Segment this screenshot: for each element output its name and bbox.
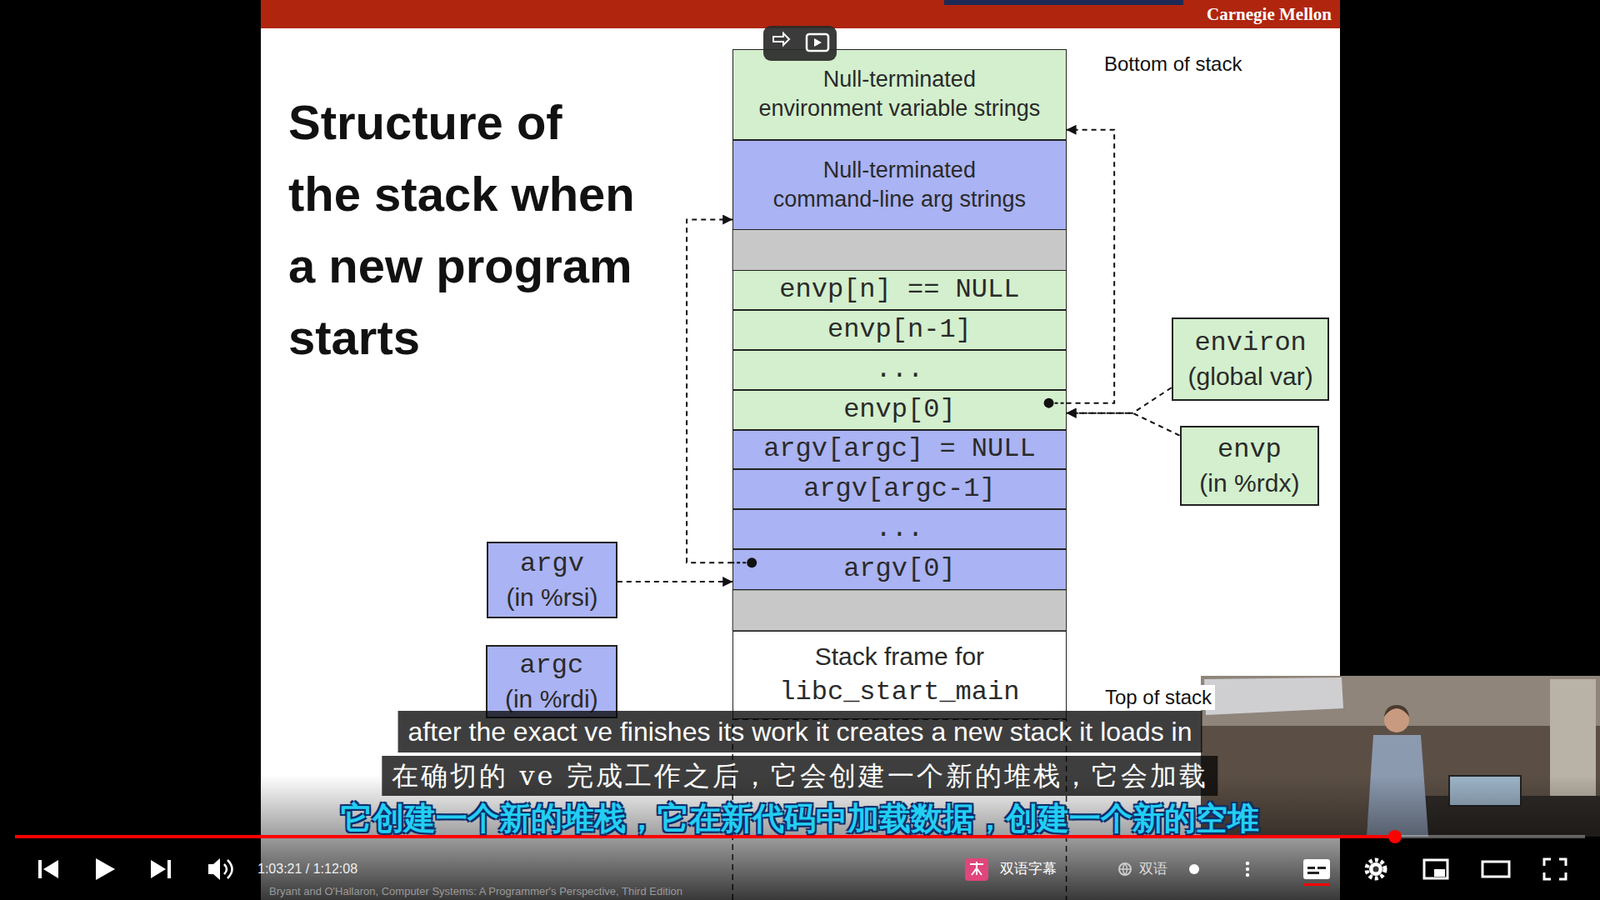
stack-slot: ...	[732, 509, 1066, 550]
node-text: Null-terminated environment variable str…	[755, 65, 1044, 124]
env-strings-region: Null-terminated environment variable str…	[732, 49, 1066, 140]
label-anchor: Bryant and O'Hallaron, Computer Systems:…	[269, 885, 683, 898]
arg-strings-region: Null-terminated command-line arg strings	[732, 140, 1066, 230]
stack-slot: envp[n] == NULL	[732, 270, 1066, 310]
label-anchor: 它创建一个新的堆栈，它在新代码中加载数据，创建一个新的空堆	[340, 801, 1260, 835]
node-text: ...	[875, 356, 925, 384]
node-text: (in %rdx)	[1199, 466, 1300, 500]
pointer-arrow	[1066, 413, 1180, 436]
label-anchor: after the exact ve finishes its work it …	[398, 710, 1203, 753]
node-text: libc_start_main	[779, 674, 1020, 710]
register-box: envp(in %rdx)	[1180, 425, 1320, 507]
pointer-arrow	[686, 220, 733, 564]
register-box: argc(in %rdi)	[485, 645, 618, 720]
slide	[260, 0, 1340, 900]
label-anchor: 双语	[1139, 860, 1168, 879]
node-text: envp	[1217, 432, 1282, 468]
subtitle-line: after the exact ve finishes its work it …	[398, 710, 1203, 753]
caption-toggle: 双语	[1139, 860, 1168, 879]
player-controls	[38, 858, 1566, 886]
stack-end-label: Top of stack	[1101, 685, 1215, 710]
node-text: envp[n] == NULL	[779, 276, 1020, 304]
node-text: envp[0]	[843, 396, 955, 424]
register-box: argv(in %rsi)	[486, 541, 618, 619]
subtitle-line: 它创建一个新的堆栈，它在新代码中加载数据，创建一个新的空堆	[340, 801, 1260, 835]
subtitle-line: 在确切的 ve 完成工作之后，它会创建一个新的堆栈，它会加载	[381, 755, 1218, 796]
label-anchor: 在确切的 ve 完成工作之后，它会创建一个新的堆栈，它会加载	[381, 755, 1218, 796]
pointer-dots	[732, 398, 1066, 569]
stack-slot: argv[0]	[732, 549, 1066, 590]
pointer-origin	[1044, 398, 1067, 409]
title-anchor: Structure of the stack when a new progra…	[288, 86, 642, 374]
stack-frame: Stack frame forlibc_start_main	[732, 630, 1066, 720]
pointer-arrow	[617, 580, 733, 583]
slide-title: Structure of the stack when a new progra…	[288, 86, 642, 374]
node-text: argv[argc] = NULL	[763, 435, 1035, 463]
node-text: environ	[1194, 325, 1306, 361]
time-display: 1:03:21 / 1:12:08	[257, 861, 358, 877]
stack-slot: argv[argc] = NULL	[732, 430, 1066, 470]
player-top-icons	[763, 25, 837, 61]
node-text: ...	[875, 515, 925, 543]
label-anchor: 1:03:21 / 1:12:08	[257, 861, 358, 877]
stack-slot: argv[argc-1]	[732, 469, 1066, 510]
node-text: argv[argc-1]	[803, 475, 995, 503]
header-strip	[944, 0, 1184, 5]
stack-gap	[732, 230, 1066, 271]
label-anchor: Carnegie Mellon	[1206, 4, 1332, 25]
node-text: Stack frame for	[815, 640, 985, 675]
node-text: argv[0]	[843, 555, 955, 583]
label-anchor: Top of stack	[1101, 685, 1215, 710]
pointer-arrow	[1066, 130, 1115, 404]
stack-slot: envp[n-1]	[732, 310, 1066, 350]
pointer-arrow	[1066, 387, 1172, 413]
node-text: argc	[519, 648, 584, 684]
node-text: (global var)	[1188, 360, 1314, 393]
institution-name: Carnegie Mellon	[1206, 4, 1332, 25]
node-text: argv	[520, 546, 585, 582]
node-text: (in %rsi)	[505, 580, 598, 614]
stack-gap	[732, 590, 1066, 631]
pointer-box: environ(global var)	[1171, 317, 1330, 401]
citation: Bryant and O'Hallaron, Computer Systems:…	[269, 885, 683, 898]
pointer-origin	[732, 557, 757, 568]
label-anchor: 双语字幕	[1000, 860, 1057, 879]
stack-slot: envp[0]	[732, 390, 1066, 430]
caption-toggle: 双语字幕	[1000, 860, 1057, 879]
header-bar	[260, 0, 1340, 29]
node-text: Null-terminated command-line arg strings	[755, 155, 1044, 215]
stack-slot: ...	[732, 350, 1066, 390]
node-text: envp[n-1]	[827, 316, 972, 344]
label-anchor: Bottom of stack	[1104, 51, 1242, 77]
stack-end-label: Bottom of stack	[1104, 51, 1242, 77]
